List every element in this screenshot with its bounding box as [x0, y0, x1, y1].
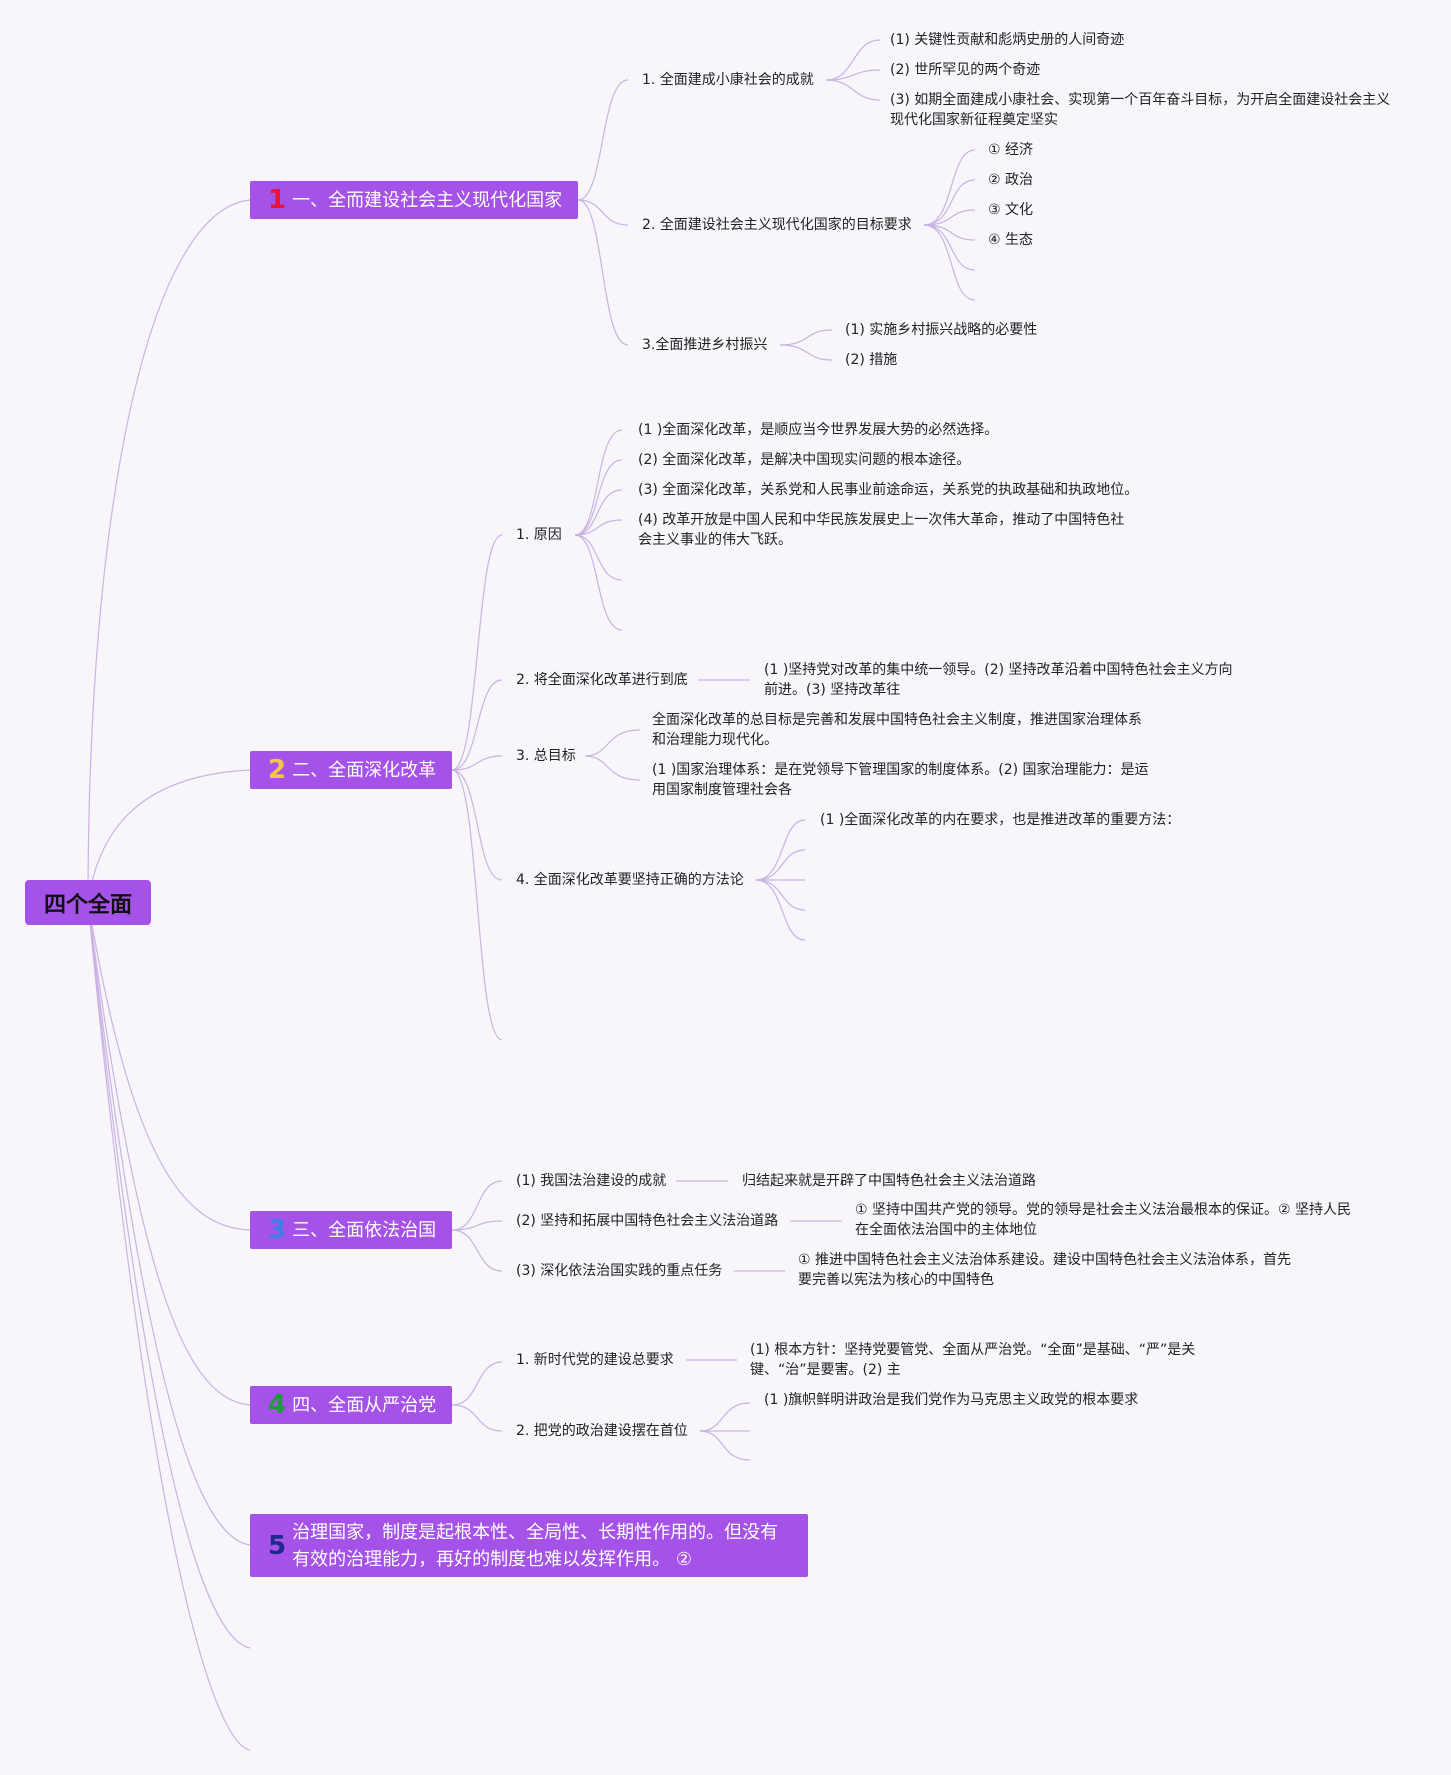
- b3-item-1[interactable]: (1) 我国法治建设的成就: [516, 1173, 667, 1189]
- b3-item-2[interactable]: (2) 坚持和拓展中国特色社会主义法治道路: [516, 1213, 779, 1229]
- b2-item-3[interactable]: 3. 总目标: [516, 748, 576, 764]
- b1-item-2-child-2[interactable]: ② 政治: [988, 172, 1034, 188]
- b2-item-2[interactable]: 2. 将全面深化改革进行到底: [516, 672, 688, 688]
- branch-3-label: 三、全面依法治国: [292, 1219, 437, 1241]
- b2-item-4[interactable]: 4. 全面深化改革要坚持正确的方法论: [516, 872, 744, 888]
- b1-item-1-child-2[interactable]: (2) 世所罕见的两个奇迹: [890, 62, 1041, 78]
- b4-item-1-child-1[interactable]: (1) 根本方针：坚持党要管党、全面从严治党。“全面”是基础、“严”是关键、“治…: [750, 1342, 1196, 1378]
- b1-item-2[interactable]: 2. 全面建设社会主义现代化国家的目标要求: [642, 217, 912, 233]
- b1-item-2-child-1[interactable]: ① 经济: [988, 142, 1034, 158]
- b2-item-1[interactable]: 1. 原因: [516, 527, 562, 543]
- branch-1-number: 1: [268, 185, 287, 215]
- b1-item-3-child-2[interactable]: (2) 措施: [845, 352, 898, 368]
- branch-1-label: 一、全而建设社会主义现代化国家: [292, 189, 563, 211]
- b1-item-2-child-3[interactable]: ③ 文化: [988, 202, 1034, 218]
- b3-item-3-child-1[interactable]: ① 推进中国特色社会主义法治体系建设。建设中国特色社会主义法治体系，首先要完善以…: [798, 1252, 1291, 1288]
- branch-2-number: 2: [268, 755, 287, 785]
- branch-1-node[interactable]: 1 一、全而建设社会主义现代化国家: [250, 181, 578, 219]
- b2-item-1-child-1[interactable]: (1 )全面深化改革，是顺应当今世界发展大势的必然选择。: [638, 422, 999, 438]
- branch-4-node[interactable]: 4 四、全面从严治党: [250, 1386, 452, 1424]
- b1-item-1[interactable]: 1. 全面建成小康社会的成就: [642, 72, 814, 88]
- branch-3-node[interactable]: 3 三、全面依法治国: [250, 1211, 452, 1249]
- b1-item-3-child-1[interactable]: (1) 实施乡村振兴战略的必要性: [845, 322, 1038, 338]
- branch-5-number: 5: [268, 1530, 287, 1561]
- b3-item-2-child-1[interactable]: ① 坚持中国共产党的领导。党的领导是社会主义法治最根本的保证。② 坚持人民在全面…: [855, 1202, 1351, 1238]
- b4-item-2-child-1[interactable]: (1 )旗帜鲜明讲政治是我们党作为马克思主义政党的根本要求: [764, 1392, 1139, 1408]
- b2-item-2-child-1[interactable]: (1 )坚持党对改革的集中统一领导。(2) 坚持改革沿着中国特色社会主义方向前进…: [764, 662, 1233, 698]
- b4-item-1[interactable]: 1. 新时代党的建设总要求: [516, 1352, 674, 1368]
- b1-item-2-child-4[interactable]: ④ 生态: [988, 232, 1034, 248]
- branch-2-node[interactable]: 2 二、全面深化改革: [250, 751, 452, 789]
- b1-item-1-child-1[interactable]: (1) 关键性贡献和彪炳史册的人间奇迹: [890, 32, 1125, 48]
- branch-4-number: 4: [268, 1390, 287, 1420]
- b3-item-1-child-1[interactable]: 归结起来就是开辟了中国特色社会主义法治道路: [742, 1173, 1036, 1189]
- root-label: 四个全面: [43, 892, 132, 918]
- b3-item-3[interactable]: (3) 深化依法治国实践的重点任务: [516, 1263, 723, 1279]
- branch-5-node[interactable]: 5 治理国家，制度是起根本性、全局性、长期性作用的。但没有有效的治理能力，再好的…: [250, 1514, 808, 1577]
- b1-item-1-child-3[interactable]: (3) 如期全面建成小康社会、实现第一个百年奋斗目标，为开启全面建设社会主义现代…: [890, 92, 1391, 128]
- b1-item-3[interactable]: 3.全面推进乡村振兴: [642, 337, 768, 353]
- branch-3-number: 3: [268, 1215, 287, 1245]
- b2-item-3-child-1[interactable]: 全面深化改革的总目标是完善和发展中国特色社会主义制度，推进国家治理体系和治理能力…: [652, 712, 1142, 748]
- b2-item-1-child-3[interactable]: (3) 全面深化改革，关系党和人民事业前途命运，关系党的执政基础和执政地位。: [638, 482, 1139, 498]
- branch-4-label: 四、全面从严治党: [292, 1394, 437, 1416]
- b2-item-1-child-4[interactable]: (4) 改革开放是中国人民和中华民族发展史上一次伟大革命，推动了中国特色社会主义…: [638, 512, 1125, 548]
- b2-item-1-child-2[interactable]: (2) 全面深化改革，是解决中国现实问题的根本途径。: [638, 452, 971, 468]
- root-node[interactable]: 四个全面: [25, 880, 151, 925]
- branch-2-label: 二、全面深化改革: [292, 759, 437, 781]
- b2-item-3-child-2[interactable]: (1 )国家治理体系：是在党领导下管理国家的制度体系。(2) 国家治理能力：是运…: [652, 762, 1149, 798]
- b4-item-2[interactable]: 2. 把党的政治建设摆在首位: [516, 1423, 688, 1439]
- b2-item-4-child-1[interactable]: (1 )全面深化改革的内在要求，也是推进改革的重要方法：: [820, 812, 1181, 828]
- branch-5-label: 治理国家，制度是起根本性、全局性、长期性作用的。但没有有效的治理能力，再好的制度…: [292, 1521, 779, 1570]
